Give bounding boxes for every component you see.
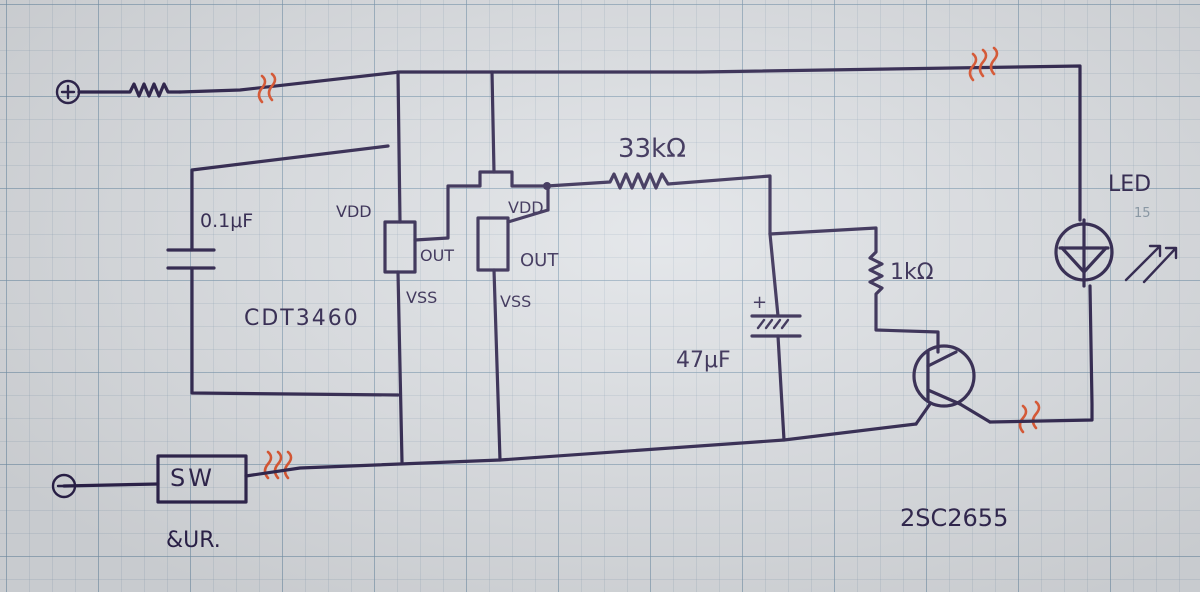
switch-body bbox=[156, 454, 248, 504]
capacitor-loop-wire bbox=[190, 144, 400, 397]
ic2-vss-label: VSS bbox=[500, 292, 532, 311]
ic1-vdd-label: VDD bbox=[336, 202, 372, 221]
switch-label: SW bbox=[170, 464, 215, 492]
resistor-1k-wire bbox=[768, 226, 940, 354]
center-vertical-wire bbox=[490, 70, 502, 462]
led-icon bbox=[1054, 218, 1178, 288]
capacitor-large-icon bbox=[750, 314, 802, 338]
capacitor-large-label: 47μF bbox=[676, 348, 731, 373]
ic-part-label: CDT3460 bbox=[244, 306, 360, 331]
led-label: LED bbox=[1108, 172, 1152, 197]
page-number: 15 bbox=[1134, 206, 1151, 221]
transistor-icon bbox=[912, 344, 992, 424]
resistor-33k-label: 33kΩ bbox=[618, 134, 687, 164]
ic-interconnect-wire bbox=[413, 170, 550, 242]
ic1-supply-wires bbox=[396, 70, 404, 464]
capacitor-small-icon bbox=[166, 248, 216, 270]
negative-terminal-icon bbox=[51, 473, 77, 499]
cap-47-wire bbox=[768, 232, 786, 442]
emitter-collector-wire bbox=[914, 284, 1094, 426]
transistor-label: 2SC2655 bbox=[900, 504, 1009, 532]
ic1-out-label: OUT bbox=[420, 246, 455, 265]
resistor-1k-label: 1kΩ bbox=[890, 260, 934, 285]
ic1-vss-label: VSS bbox=[406, 288, 438, 307]
input-resistor bbox=[77, 82, 182, 98]
switch-note-label: &UR. bbox=[166, 528, 221, 553]
ic2-body bbox=[476, 216, 510, 272]
positive-terminal-icon bbox=[55, 79, 81, 105]
bottom-rail-wire bbox=[62, 422, 918, 488]
ic2-out-label: OUT bbox=[520, 250, 559, 271]
top-rail-wire bbox=[178, 64, 1082, 222]
capacitor-small-label: 0.1μF bbox=[200, 210, 254, 232]
resistor-33k-wire bbox=[545, 172, 772, 236]
cap-polarity-label: + bbox=[752, 292, 768, 313]
ic2-vdd-label: VDD bbox=[508, 198, 544, 217]
ic1-body bbox=[383, 220, 417, 274]
